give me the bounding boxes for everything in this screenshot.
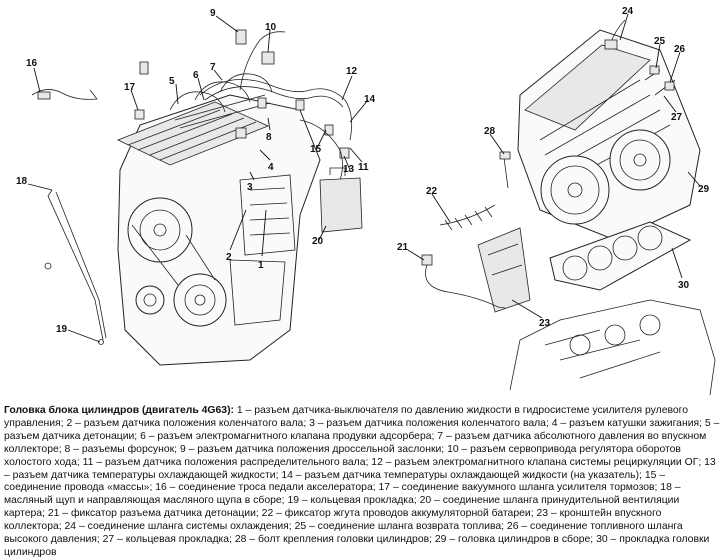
- callout-22: 22: [426, 186, 438, 197]
- callout-26: 26: [674, 44, 686, 55]
- callout-11: 11: [358, 162, 369, 173]
- callout-5: 5: [169, 76, 175, 87]
- callout-17: 17: [124, 82, 136, 93]
- callout-15: 15: [310, 144, 322, 155]
- callout-30: 30: [678, 280, 690, 291]
- callout-7: 7: [210, 62, 216, 73]
- cylinder-head-right: [421, 19, 716, 396]
- callout-16: 16: [26, 58, 38, 69]
- figure-caption: Головка блока цилиндров (двигатель 4G63)…: [4, 405, 720, 560]
- callout-1: 1: [258, 260, 264, 271]
- callout-25: 25: [654, 36, 666, 47]
- callout-27: 27: [671, 112, 683, 123]
- callout-8: 8: [266, 132, 272, 143]
- callout-21: 21: [397, 242, 409, 253]
- callout-20: 20: [312, 236, 324, 247]
- callout-10: 10: [265, 22, 277, 33]
- callout-28: 28: [484, 126, 496, 137]
- callout-12: 12: [346, 66, 358, 77]
- callout-6: 6: [193, 70, 199, 81]
- engine-assembly-left: [31, 29, 363, 366]
- callout-9: 9: [210, 8, 216, 19]
- caption-body: 1 – разъем датчика-выключателя по давлен…: [4, 405, 720, 558]
- callout-18: 18: [16, 176, 28, 187]
- callout-14: 14: [364, 94, 376, 105]
- callout-19: 19: [56, 324, 68, 335]
- callout-labels: 1 2 3 4 5 6 7 8 9 10 11 12 13 14 15 16 1…: [16, 6, 710, 335]
- engine-diagram: 1 2 3 4 5 6 7 8 9 10 11 12 13 14 15 16 1…: [16, 6, 716, 396]
- callout-2: 2: [226, 252, 232, 263]
- caption-title: Головка блока цилиндров (двигатель 4G63)…: [4, 405, 234, 416]
- callout-29: 29: [698, 184, 710, 195]
- diagram-canvas: 1 2 3 4 5 6 7 8 9 10 11 12 13 14 15 16 1…: [16, 6, 716, 396]
- callout-3: 3: [247, 182, 253, 193]
- callout-24: 24: [622, 6, 634, 17]
- leader-lines: [27, 13, 701, 343]
- callout-13: 13: [343, 164, 355, 175]
- callout-23: 23: [539, 318, 551, 329]
- callout-4: 4: [268, 162, 274, 173]
